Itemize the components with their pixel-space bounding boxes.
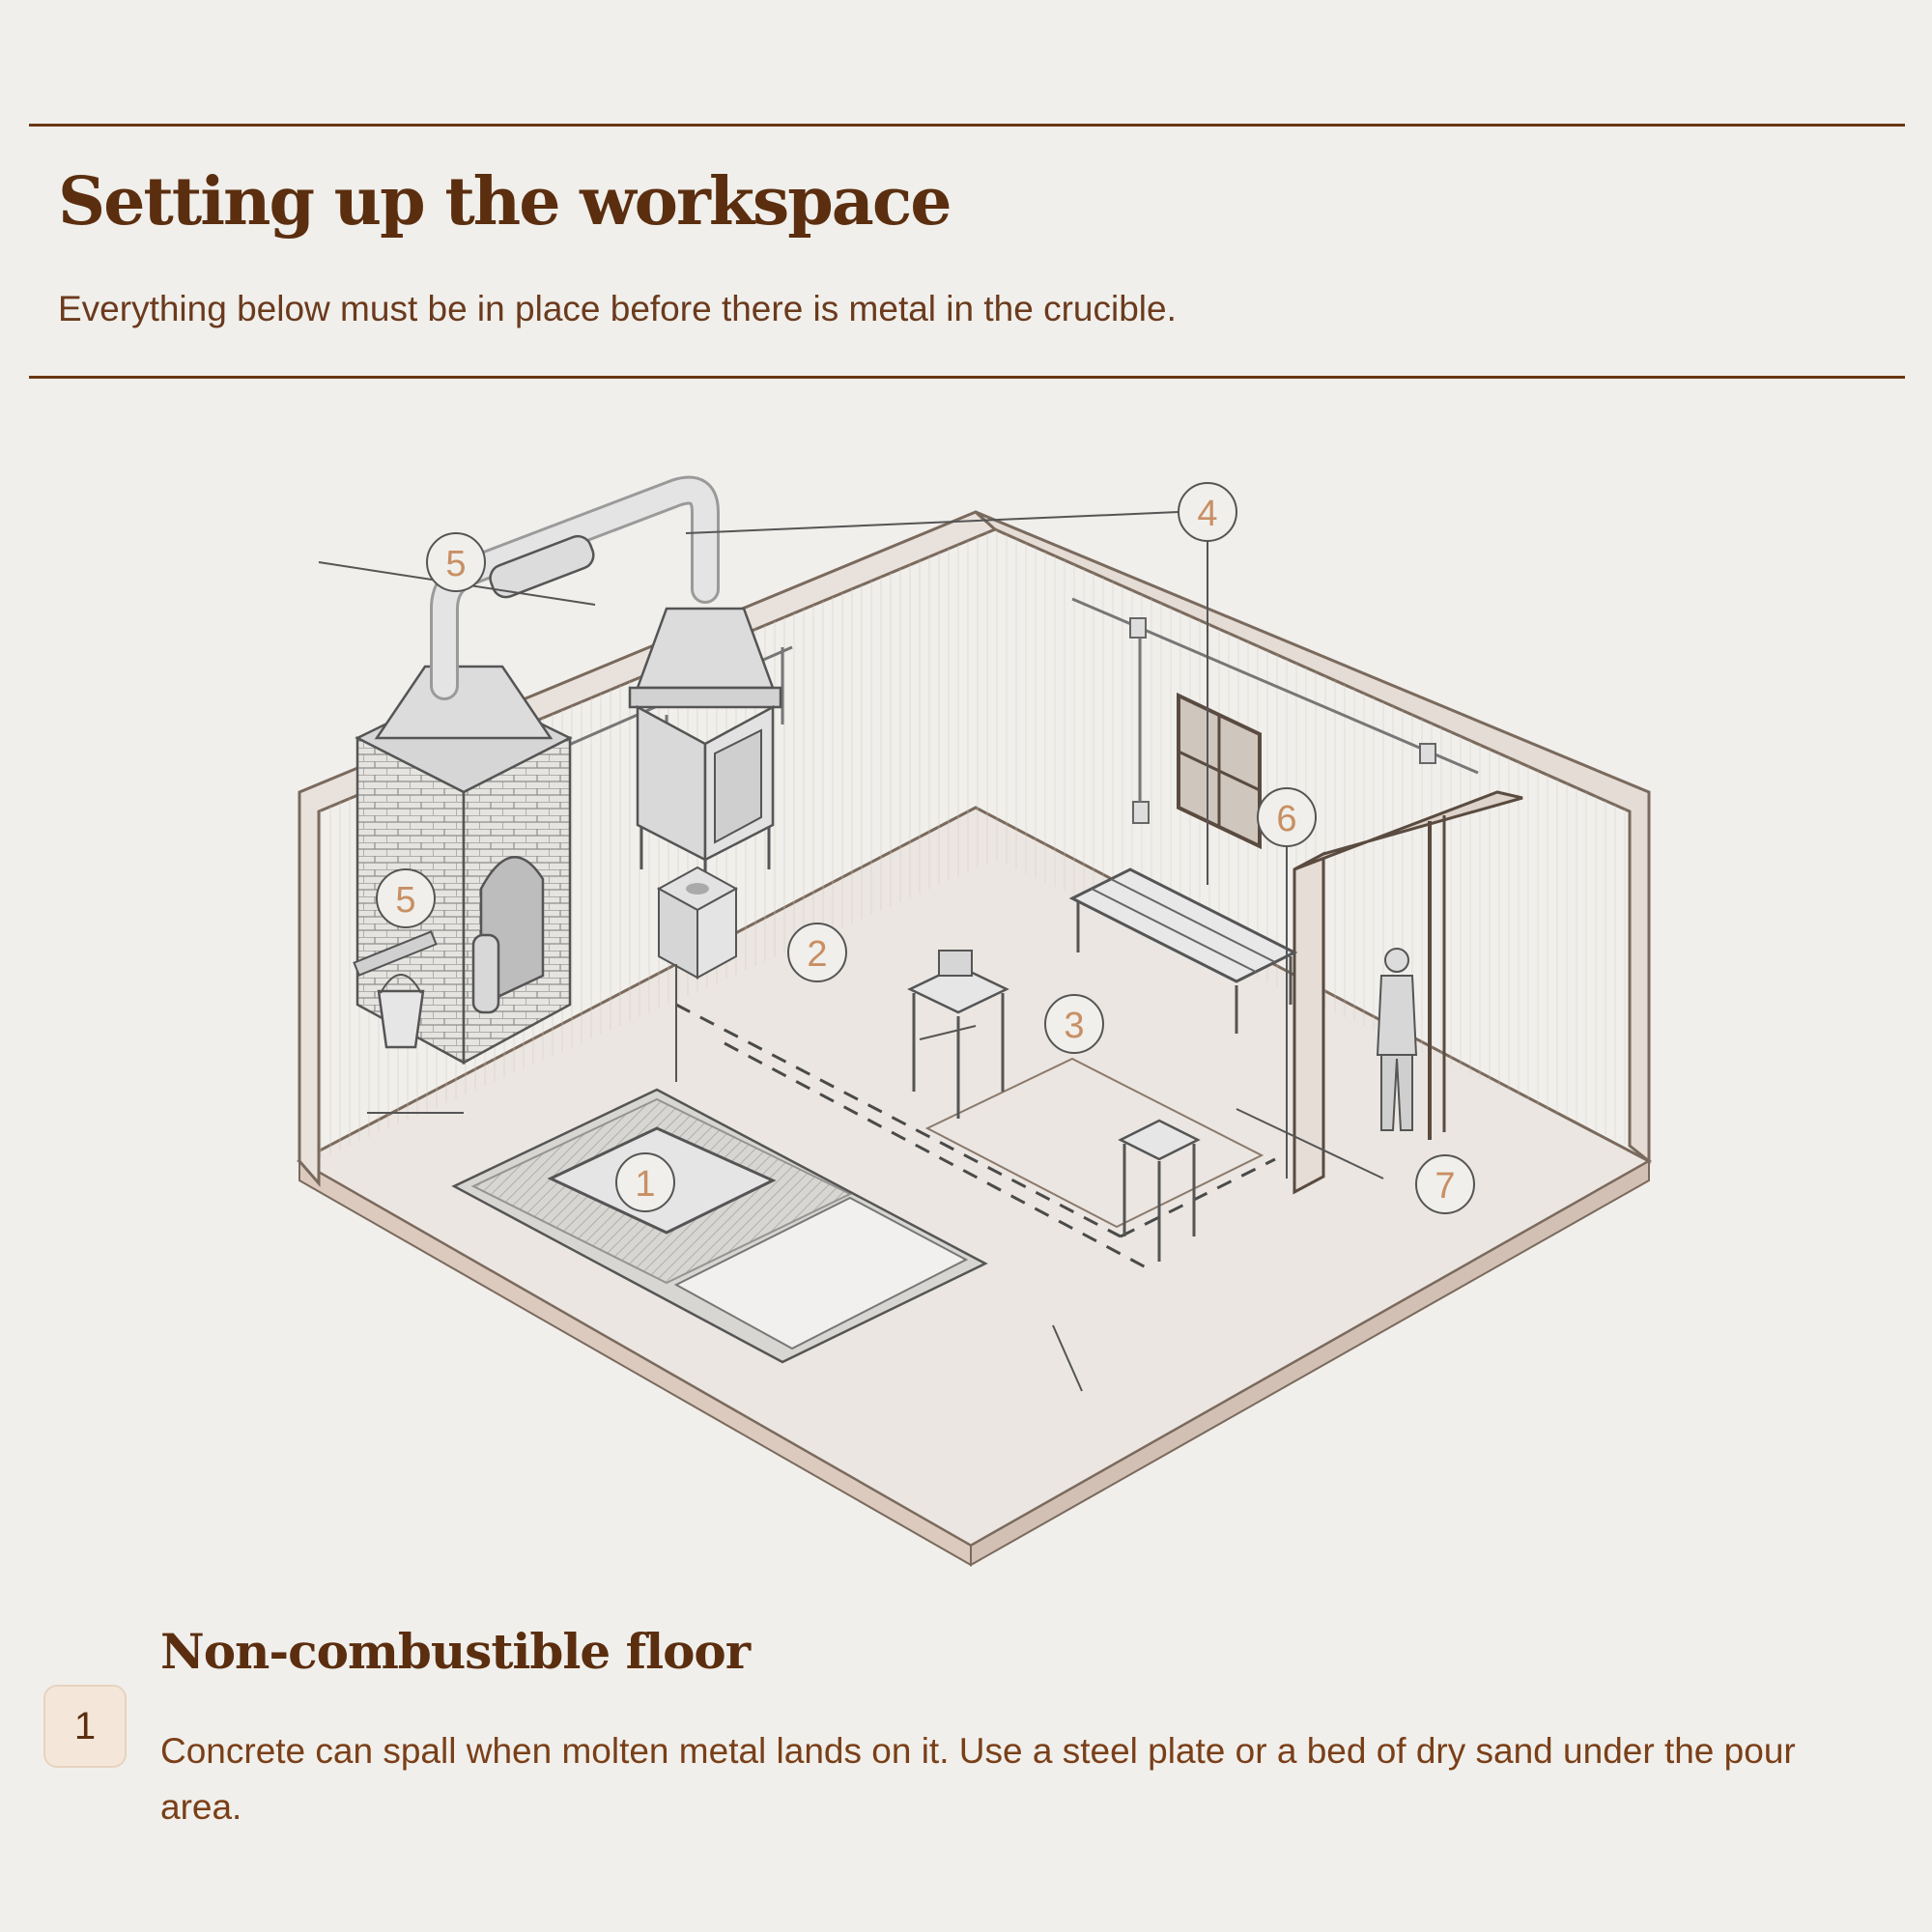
- floor-zone: [924, 1057, 1264, 1229]
- clear-path-boundary: [675, 1003, 1276, 1271]
- header-top-rule: [29, 124, 1905, 127]
- kiln: [628, 607, 782, 904]
- workspace-diagram: 1 2 3 4 5 5 6 7: [296, 475, 1653, 1567]
- callout-leaders: [318, 511, 1384, 1392]
- callout-4: 4: [1178, 482, 1237, 542]
- floor-edge-right: [970, 1159, 1650, 1567]
- callout-4-label: 4: [1197, 494, 1217, 534]
- small-furnace: [656, 866, 739, 980]
- outlet-back: [1132, 801, 1150, 824]
- callout-3: 3: [1044, 994, 1104, 1054]
- callout-7-label: 7: [1435, 1166, 1455, 1207]
- workspace-illustration: 1 2 3 4 5 5 6 7: [270, 464, 1681, 1584]
- callout-1-label: 1: [635, 1164, 655, 1205]
- callout-1: 1: [615, 1152, 675, 1212]
- callout-5-upper: 5: [426, 532, 486, 592]
- junction-box: [1129, 617, 1147, 639]
- callout-2-label: 2: [807, 934, 827, 975]
- back-wall-inner: [995, 529, 1630, 1146]
- cooling-rack: [1068, 867, 1298, 1034]
- person-figure: [1376, 948, 1418, 1131]
- junction-box-2: [1419, 743, 1436, 764]
- callout-5-lower-label: 5: [395, 880, 415, 921]
- window: [1177, 692, 1262, 850]
- tool-stand: [1118, 1119, 1201, 1262]
- header-bottom-rule: [29, 376, 1905, 379]
- duct-fan: [489, 534, 595, 599]
- callout-6: 6: [1257, 787, 1317, 847]
- callout-5-upper-label: 5: [445, 544, 466, 584]
- callout-7: 7: [1415, 1154, 1475, 1214]
- step-title: Non-combustible floor: [160, 1623, 751, 1680]
- wall-shelf: [353, 930, 438, 977]
- step-number-badge: 1: [43, 1685, 127, 1768]
- page-title: Setting up the workspace: [58, 163, 952, 241]
- fire-extinguisher: [471, 933, 500, 1014]
- scale-table: [907, 950, 1009, 1119]
- callout-6-label: 6: [1276, 799, 1296, 839]
- page-subtitle: Everything below must be in place before…: [58, 289, 1177, 328]
- doorway: [1293, 790, 1523, 1195]
- callout-3-label: 3: [1064, 1006, 1084, 1046]
- step-description: Concrete can spall when molten metal lan…: [160, 1731, 1796, 1827]
- sand-bucket: [377, 989, 425, 1049]
- callout-2: 2: [787, 923, 847, 982]
- callout-5-lower: 5: [376, 868, 436, 928]
